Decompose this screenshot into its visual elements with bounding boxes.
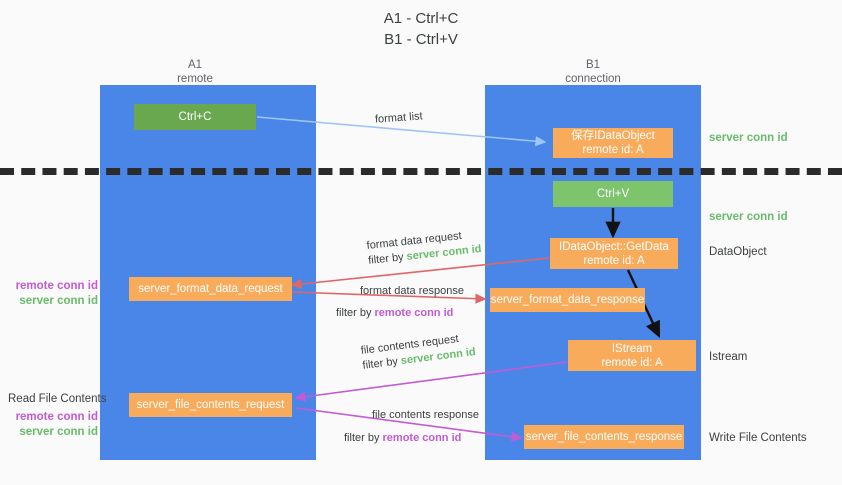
edge-label-format-data-response: format data response filter by remote co… <box>336 284 464 321</box>
page-title: A1 - Ctrl+C B1 - Ctrl+V <box>0 8 842 50</box>
node-istream[interactable]: IStream remote id: A <box>568 340 696 371</box>
node-ctrl-c-label: Ctrl+C <box>178 111 212 123</box>
edge-label-format-data-response-main: format data response <box>360 285 464 297</box>
node-getdata-line2: remote id: A <box>583 254 645 267</box>
right-label-server-conn-id-2: server conn id <box>709 211 788 223</box>
lane-b1-subtitle: connection <box>565 73 621 85</box>
edge-label-format-data-request: format data request filter by server con… <box>366 227 482 269</box>
left-label-group-file: remote conn id server conn id <box>8 410 98 440</box>
left-label-read-file-contents: Read File Contents <box>8 393 107 405</box>
node-server-format-data-request-label: server_format_data_request <box>138 283 283 295</box>
lane-header-a1: A1 remote <box>120 58 270 86</box>
node-istream-line1: IStream <box>611 342 653 355</box>
edge-label-file-contents-request: file contents request filter by server c… <box>360 330 477 374</box>
lane-a1-subtitle: remote <box>177 73 213 85</box>
node-ctrl-c[interactable]: Ctrl+C <box>134 104 256 130</box>
node-idataobject[interactable]: 保存IDataObject remote id: A <box>553 128 673 158</box>
edge-label-file-contents-response-filter: filter by remote conn id <box>344 431 479 446</box>
left-label-server-conn-id-2: server conn id <box>19 426 98 438</box>
node-istream-line2: remote id: A <box>601 356 663 369</box>
node-server-file-contents-response-label: server_file_contents_response <box>525 431 683 443</box>
right-label-dataobject: DataObject <box>709 246 767 258</box>
title-line-1: A1 - Ctrl+C <box>383 10 459 27</box>
node-server-format-data-response-label: server_format_data_response <box>490 294 645 306</box>
node-server-format-data-request[interactable]: server_format_data_request <box>129 277 292 301</box>
node-ctrl-v-label: Ctrl+V <box>596 188 630 200</box>
lane-b1-name: B1 <box>585 59 601 71</box>
node-idataobject-line2: remote id: A <box>582 144 644 156</box>
right-label-istream: Istream <box>709 351 748 363</box>
right-label-write-file-contents: Write File Contents <box>709 432 807 444</box>
edge-label-file-contents-response: file contents response filter by remote … <box>344 408 479 446</box>
node-getdata[interactable]: IDataObject::GetData remote id: A <box>550 238 678 269</box>
filter-value: remote conn id <box>382 432 462 444</box>
filter-prefix: filter by <box>336 307 375 319</box>
node-getdata-line1: IDataObject::GetData <box>559 240 669 253</box>
left-label-server-conn-id-1: server conn id <box>19 295 98 307</box>
node-idataobject-line1: 保存IDataObject <box>571 130 655 142</box>
filter-prefix: filter by <box>367 250 408 267</box>
left-label-remote-conn-id-1: remote conn id <box>15 280 98 292</box>
node-server-file-contents-response[interactable]: server_file_contents_response <box>524 425 684 449</box>
left-label-group-format: remote conn id server conn id <box>8 279 98 309</box>
node-ctrl-v[interactable]: Ctrl+V <box>553 181 673 207</box>
node-server-format-data-response[interactable]: server_format_data_response <box>490 288 645 312</box>
right-label-server-conn-id-1: server conn id <box>709 132 788 144</box>
node-server-file-contents-request[interactable]: server_file_contents_request <box>129 393 292 417</box>
title-line-2: B1 - Ctrl+V <box>384 31 458 48</box>
phase-divider <box>0 168 842 175</box>
edge-label-format-data-response-filter: filter by remote conn id <box>336 306 464 321</box>
edge-label-file-contents-response-main: file contents response <box>372 409 480 421</box>
filter-prefix: filter by <box>361 355 402 372</box>
lane-a1-name: A1 <box>187 59 203 71</box>
node-server-file-contents-request-label: server_file_contents_request <box>136 399 285 411</box>
filter-value: remote conn id <box>374 307 454 319</box>
left-label-remote-conn-id-2: remote conn id <box>15 411 98 423</box>
edge-label-format-list: format list <box>374 110 424 126</box>
filter-prefix: filter by <box>344 432 383 444</box>
lane-header-b1: B1 connection <box>518 58 668 86</box>
